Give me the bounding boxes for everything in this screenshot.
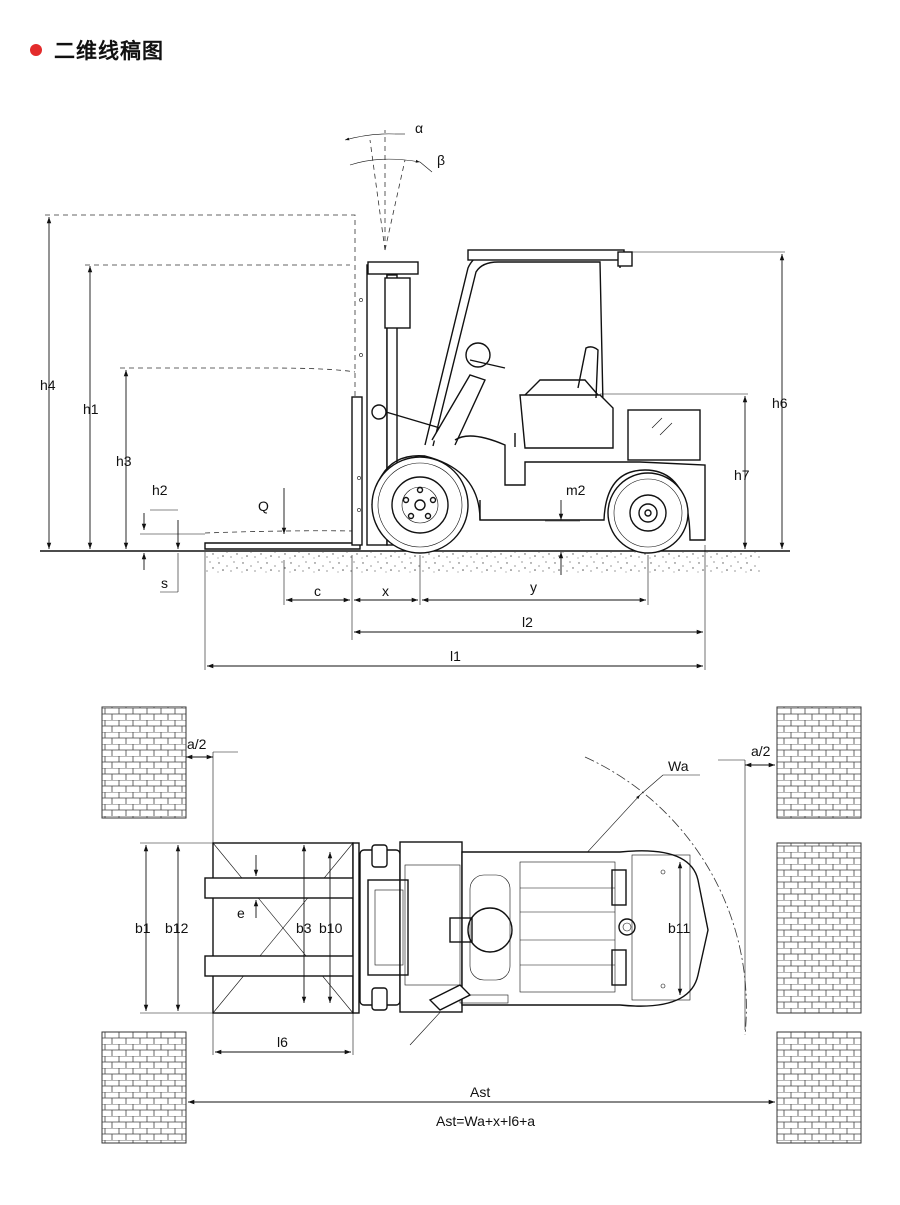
alpha-label: α (415, 120, 423, 136)
fork-lower (204, 542, 361, 550)
truck-top (359, 841, 709, 1013)
front-wheel (371, 456, 469, 554)
h2-label: h2 (152, 482, 168, 498)
fork-left (204, 877, 356, 899)
b12-label: b12 (165, 920, 189, 936)
h7-label: h7 (734, 467, 750, 483)
x-label: x (382, 583, 389, 599)
tilt-angle-marks: α β (344, 120, 445, 251)
beta-label: β (437, 152, 445, 168)
l1-label: l1 (450, 648, 461, 664)
Q-label: Q (258, 498, 269, 514)
a2-right-label: a/2 (751, 743, 771, 759)
load-pallet (204, 842, 360, 1014)
brick-stack-top-right (776, 706, 862, 819)
y-label: y (530, 579, 537, 595)
m2-label: m2 (566, 482, 586, 498)
Ast-formula: Ast=Wa+x+l6+a (436, 1113, 535, 1129)
bullet-dot-icon (30, 44, 42, 56)
max-lift-outline (45, 214, 356, 545)
brick-stack-top-left (101, 706, 187, 819)
l2-label: l2 (522, 614, 533, 630)
s-label: s (161, 575, 168, 591)
b1-label: b1 (135, 920, 151, 936)
forklift-body (371, 249, 706, 541)
Ast-label: Ast (470, 1084, 490, 1100)
h4-label: h4 (40, 377, 56, 393)
side-view: α β h4 h1 h3 h2 s Q (40, 120, 790, 670)
turning-radius-arc (584, 756, 747, 1036)
brick-stack-mid-right (776, 842, 862, 1014)
h1-label: h1 (83, 401, 99, 417)
fork-right (204, 955, 356, 977)
free-lift-outline (120, 367, 356, 373)
top-view: a/2 a/2 Wa (101, 706, 862, 1144)
brick-stack-bottom-left (101, 1031, 187, 1144)
c-label: c (314, 583, 321, 599)
b3-label: b3 (296, 920, 312, 936)
h3-label: h3 (116, 453, 132, 469)
brick-stack-bottom-right (776, 1031, 862, 1144)
b11-label: b11 (668, 920, 691, 936)
ground-hatch (205, 552, 760, 574)
b10-label: b10 (319, 920, 343, 936)
section-header: 二维线稿图 (30, 38, 164, 63)
e-label: e (237, 905, 245, 921)
l6-label: l6 (277, 1034, 288, 1050)
section-title: 二维线稿图 (54, 39, 164, 63)
Wa-label: Wa (668, 758, 689, 774)
h6-label: h6 (772, 395, 788, 411)
a2-left-label: a/2 (187, 736, 207, 752)
rear-wheel (607, 472, 689, 554)
